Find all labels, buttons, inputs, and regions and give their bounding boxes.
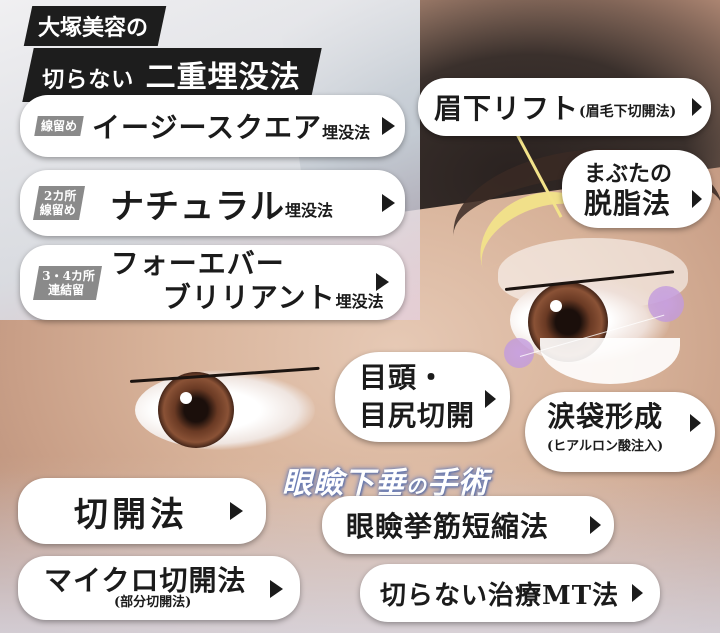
easy-square-suffix: 埋没法 bbox=[322, 123, 371, 142]
incision-method-label: 切開法 bbox=[74, 494, 188, 535]
chevron-right-icon bbox=[376, 273, 389, 291]
canthoplasty-button[interactable]: 目頭・ 目尻切開 bbox=[335, 352, 510, 442]
easy-square-button[interactable]: 線留め イージースクエア 埋没法 bbox=[20, 95, 405, 157]
header-title-big: 二重埋没法 bbox=[145, 60, 301, 95]
outer-corner-marker bbox=[648, 286, 684, 322]
forever-brilliant-suffix: 埋没法 bbox=[335, 291, 384, 311]
micro-incision-button[interactable]: マイクロ切開法 (部分切開法) bbox=[18, 556, 300, 620]
tear-bag-button[interactable]: 涙袋形成 (ヒアルロン酸注入) bbox=[525, 392, 715, 472]
tear-bag-sub: (ヒアルロン酸注入) bbox=[547, 439, 664, 454]
chevron-right-icon bbox=[692, 190, 702, 208]
left-iris bbox=[158, 372, 234, 448]
fat-removal-label-2: 脱脂法 bbox=[584, 187, 672, 220]
forever-brilliant-text: フォーエバー ブリリアント埋没法 bbox=[111, 247, 384, 319]
brow-lift-label: 眉下リフト bbox=[434, 92, 580, 125]
forever-brilliant-tag: 3・4カ所連結留 bbox=[33, 265, 102, 300]
right-eye-glint bbox=[550, 300, 562, 312]
forever-brilliant-label-1: フォーエバー bbox=[110, 246, 285, 280]
chevron-right-icon bbox=[270, 580, 283, 598]
natural-button[interactable]: 2カ所線留め ナチュラル 埋没法 bbox=[20, 170, 405, 236]
mt-method-button[interactable]: 切らない治療MT法 bbox=[360, 564, 660, 622]
incision-method-button[interactable]: 切開法 bbox=[18, 478, 266, 544]
fat-removal-text: まぶたの 脱脂法 bbox=[584, 159, 672, 219]
chevron-right-icon bbox=[690, 414, 701, 432]
micro-incision-text: マイクロ切開法 (部分切開法) bbox=[44, 566, 246, 610]
natural-tag: 2カ所線留め bbox=[33, 186, 86, 220]
easy-square-tag: 線留め bbox=[34, 116, 84, 136]
canthoplasty-label-2: 目尻切開 bbox=[359, 399, 476, 432]
canthoplasty-text: 目頭・ 目尻切開 bbox=[359, 359, 475, 435]
chevron-right-icon bbox=[632, 584, 643, 602]
chevron-right-icon bbox=[230, 502, 243, 520]
left-eye-glint bbox=[180, 392, 192, 404]
levator-shortening-button[interactable]: 眼瞼挙筋短縮法 bbox=[322, 496, 614, 554]
chevron-right-icon bbox=[382, 117, 395, 135]
natural-suffix: 埋没法 bbox=[285, 201, 334, 220]
forever-brilliant-label-2: ブリリアント bbox=[162, 280, 336, 314]
header-title-small: 切らない bbox=[42, 67, 135, 93]
natural-label: ナチュラル bbox=[110, 186, 286, 227]
header-title: 切らない 二重埋没法 bbox=[22, 48, 323, 102]
chevron-right-icon bbox=[692, 98, 702, 116]
chevron-right-icon bbox=[590, 516, 601, 534]
mt-method-label: 切らない治療MT法 bbox=[380, 580, 620, 611]
chevron-right-icon bbox=[382, 194, 395, 212]
micro-incision-label: マイクロ切開法 bbox=[44, 564, 247, 597]
fat-removal-button[interactable]: まぶたの 脱脂法 bbox=[562, 150, 712, 228]
fat-removal-label-1: まぶたの bbox=[584, 161, 673, 187]
page-header: 大塚美容の 切らない 二重埋没法 bbox=[22, 6, 323, 102]
header-clinic-label: 大塚美容の bbox=[23, 6, 167, 46]
tear-bag-label: 涙袋形成 bbox=[547, 400, 664, 433]
chevron-right-icon bbox=[485, 390, 496, 408]
brow-lift-sub: (眉毛下切開法) bbox=[579, 104, 677, 120]
tear-bag-text: 涙袋形成 (ヒアルロン酸注入) bbox=[547, 402, 663, 462]
brow-lift-button[interactable]: 眉下リフト (眉毛下切開法) bbox=[418, 78, 711, 136]
micro-incision-sub: (部分切開法) bbox=[114, 595, 192, 610]
forever-brilliant-button[interactable]: 3・4カ所連結留 フォーエバー ブリリアント埋没法 bbox=[20, 245, 405, 320]
canthoplasty-label-1: 目頭・ bbox=[359, 361, 447, 394]
levator-shortening-label: 眼瞼挙筋短縮法 bbox=[346, 510, 550, 543]
easy-square-label: イージースクエア bbox=[92, 111, 323, 144]
ptosis-section-title: 眼瞼下垂の手術 bbox=[282, 466, 489, 501]
